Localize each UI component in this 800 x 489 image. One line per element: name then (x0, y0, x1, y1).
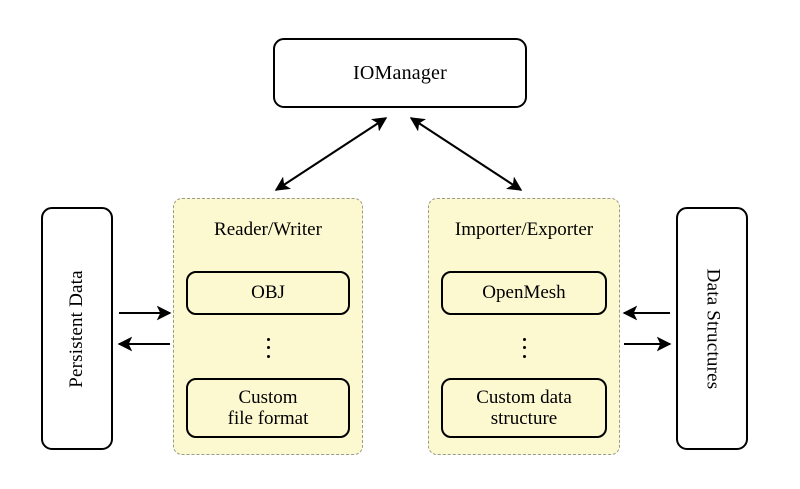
item-custom-file-format-label-line1: Custom (238, 386, 298, 408)
item-openmesh-label: OpenMesh (482, 282, 566, 304)
group-importer-exporter-title: Importer/Exporter (454, 219, 594, 240)
item-obj[interactable]: OBJ (186, 271, 350, 315)
importer-exporter-ellipsis (514, 332, 534, 358)
item-custom-file-format-label-line2: file format (227, 408, 309, 429)
reader-writer-ellipsis (258, 332, 278, 358)
arrow-manager-reader-writer (274, 117, 388, 191)
persistent-data-label: Persistent Data (66, 269, 88, 388)
item-custom-data-structure-label-line2: structure (490, 408, 558, 429)
item-openmesh[interactable]: OpenMesh (441, 271, 607, 315)
iomanager-node[interactable]: IOManager (273, 38, 527, 108)
iomanager-label: IOManager (353, 61, 447, 84)
item-custom-data-structure[interactable]: Custom data structure (441, 378, 607, 438)
item-custom-file-format[interactable]: Custom file format (186, 378, 350, 438)
data-structures-label: Data Structures (702, 268, 723, 389)
item-obj-label: OBJ (251, 282, 285, 304)
group-reader-writer-title: Reader/Writer (214, 219, 322, 240)
persistent-data-node[interactable]: Persistent Data (41, 207, 113, 450)
data-structures-node[interactable]: Data Structures (676, 207, 748, 450)
item-custom-data-structure-label-line1: Custom data (476, 386, 572, 408)
arrow-manager-importer-exporter (409, 117, 523, 191)
